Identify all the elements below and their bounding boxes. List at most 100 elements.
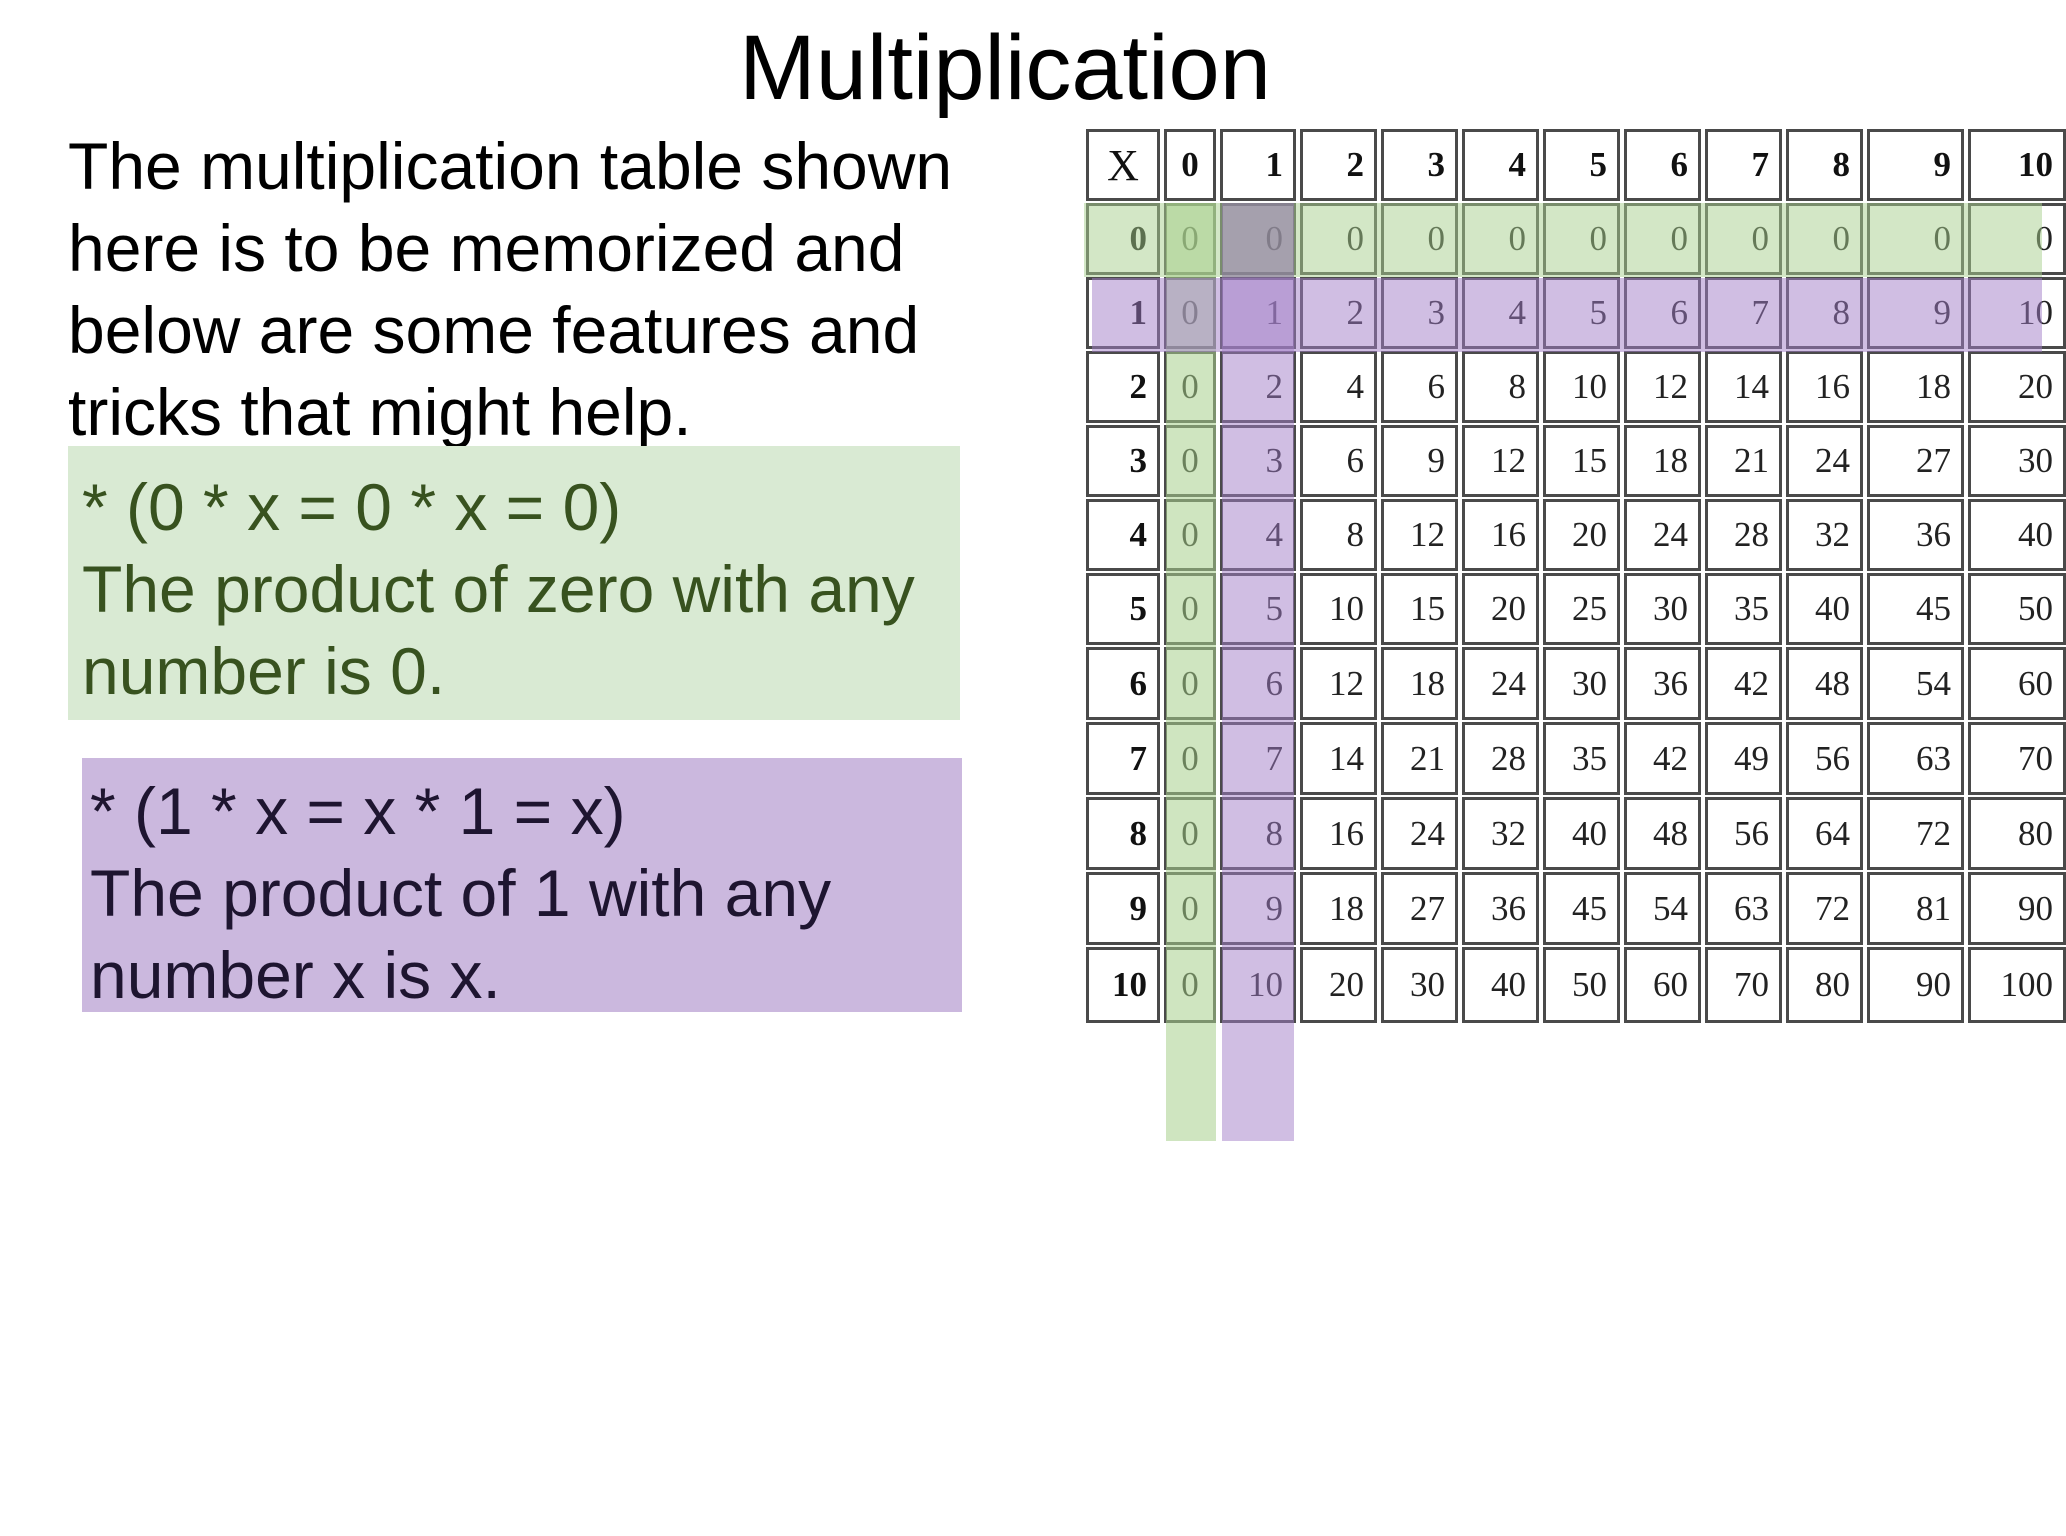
table-cell: 0 <box>1867 203 1964 275</box>
column-header: 5 <box>1543 129 1620 201</box>
table-cell: 1 <box>1220 277 1296 349</box>
table-corner-label: X <box>1086 129 1160 201</box>
identity-property-text: The product of 1 with any <box>90 856 832 930</box>
table-cell: 27 <box>1381 872 1458 945</box>
table-cell: 16 <box>1462 499 1539 571</box>
table-cell: 20 <box>1462 573 1539 645</box>
table-cell: 0 <box>1164 203 1216 275</box>
table-cell: 2 <box>1220 351 1296 423</box>
table-cell: 18 <box>1381 647 1458 720</box>
table-cell: 12 <box>1381 499 1458 571</box>
table-cell: 24 <box>1624 499 1701 571</box>
table-cell: 0 <box>1164 722 1216 795</box>
table-cell: 12 <box>1462 425 1539 497</box>
row-header: 10 <box>1086 947 1160 1023</box>
column-header: 6 <box>1624 129 1701 201</box>
zero-property-note: * (0 * x = 0 * x = 0) The product of zer… <box>68 446 960 720</box>
column-header: 10 <box>1968 129 2066 201</box>
table-cell: 16 <box>1786 351 1863 423</box>
table-cell: 7 <box>1220 722 1296 795</box>
table-cell: 12 <box>1300 647 1377 720</box>
intro-line: tricks that might help. <box>68 375 692 449</box>
row-header: 6 <box>1086 647 1160 720</box>
table-cell: 14 <box>1300 722 1377 795</box>
identity-property-note: * (1 * x = x * 1 = x) The product of 1 w… <box>82 758 962 1012</box>
table-cell: 0 <box>1968 203 2066 275</box>
table-cell: 0 <box>1381 203 1458 275</box>
table-cell: 27 <box>1867 425 1964 497</box>
row-header: 0 <box>1086 203 1160 275</box>
row-header: 1 <box>1086 277 1160 349</box>
row-header: 3 <box>1086 425 1160 497</box>
table-cell: 18 <box>1624 425 1701 497</box>
table-cell: 5 <box>1543 277 1620 349</box>
table-cell: 0 <box>1705 203 1782 275</box>
table-cell: 20 <box>1968 351 2066 423</box>
row-header: 4 <box>1086 499 1160 571</box>
table-cell: 6 <box>1381 351 1458 423</box>
table-cell: 35 <box>1705 573 1782 645</box>
table-cell: 0 <box>1164 277 1216 349</box>
table-cell: 0 <box>1786 203 1863 275</box>
table-cell: 100 <box>1968 947 2066 1023</box>
table-cell: 56 <box>1705 797 1782 870</box>
table-cell: 15 <box>1543 425 1620 497</box>
table-cell: 8 <box>1462 351 1539 423</box>
table-cell: 90 <box>1867 947 1964 1023</box>
table-cell: 20 <box>1543 499 1620 571</box>
column-header: 8 <box>1786 129 1863 201</box>
table-cell: 42 <box>1705 647 1782 720</box>
column-header: 7 <box>1705 129 1782 201</box>
table-cell: 90 <box>1968 872 2066 945</box>
column-header: 1 <box>1220 129 1296 201</box>
column-header: 2 <box>1300 129 1377 201</box>
table-cell: 63 <box>1867 722 1964 795</box>
table-cell: 50 <box>1968 573 2066 645</box>
table-cell: 32 <box>1462 797 1539 870</box>
table-cell: 0 <box>1462 203 1539 275</box>
table-cell: 14 <box>1705 351 1782 423</box>
table-cell: 18 <box>1867 351 1964 423</box>
table-cell: 4 <box>1300 351 1377 423</box>
table-cell: 0 <box>1300 203 1377 275</box>
table-cell: 80 <box>1786 947 1863 1023</box>
table-cell: 8 <box>1300 499 1377 571</box>
table-cell: 48 <box>1624 797 1701 870</box>
table-cell: 50 <box>1543 947 1620 1023</box>
column-header: 9 <box>1867 129 1964 201</box>
table-cell: 54 <box>1624 872 1701 945</box>
table-cell: 72 <box>1786 872 1863 945</box>
row-header: 2 <box>1086 351 1160 423</box>
table-cell: 9 <box>1220 872 1296 945</box>
intro-line: below are some features and <box>68 293 920 367</box>
column-header: 3 <box>1381 129 1458 201</box>
table-cell: 40 <box>1543 797 1620 870</box>
table-cell: 0 <box>1220 203 1296 275</box>
table-cell: 70 <box>1705 947 1782 1023</box>
table-cell: 0 <box>1164 647 1216 720</box>
table-cell: 40 <box>1968 499 2066 571</box>
table-cell: 4 <box>1220 499 1296 571</box>
table-cell: 0 <box>1164 872 1216 945</box>
table-cell: 72 <box>1867 797 1964 870</box>
table-cell: 4 <box>1462 277 1539 349</box>
table-cell: 3 <box>1381 277 1458 349</box>
table-cell: 0 <box>1164 797 1216 870</box>
table-cell: 32 <box>1786 499 1863 571</box>
zero-property-text: The product of zero with any <box>82 552 915 626</box>
table-cell: 6 <box>1300 425 1377 497</box>
table-cell: 2 <box>1300 277 1377 349</box>
row-header: 7 <box>1086 722 1160 795</box>
table-cell: 28 <box>1705 499 1782 571</box>
slide-title: Multiplication <box>739 17 1271 119</box>
row-header: 8 <box>1086 797 1160 870</box>
table-cell: 81 <box>1867 872 1964 945</box>
table-cell: 8 <box>1220 797 1296 870</box>
table-cell: 9 <box>1867 277 1964 349</box>
intro-line: The multiplication table shown <box>68 129 953 203</box>
table-cell: 0 <box>1164 499 1216 571</box>
table-cell: 10 <box>1543 351 1620 423</box>
table-cell: 60 <box>1968 647 2066 720</box>
